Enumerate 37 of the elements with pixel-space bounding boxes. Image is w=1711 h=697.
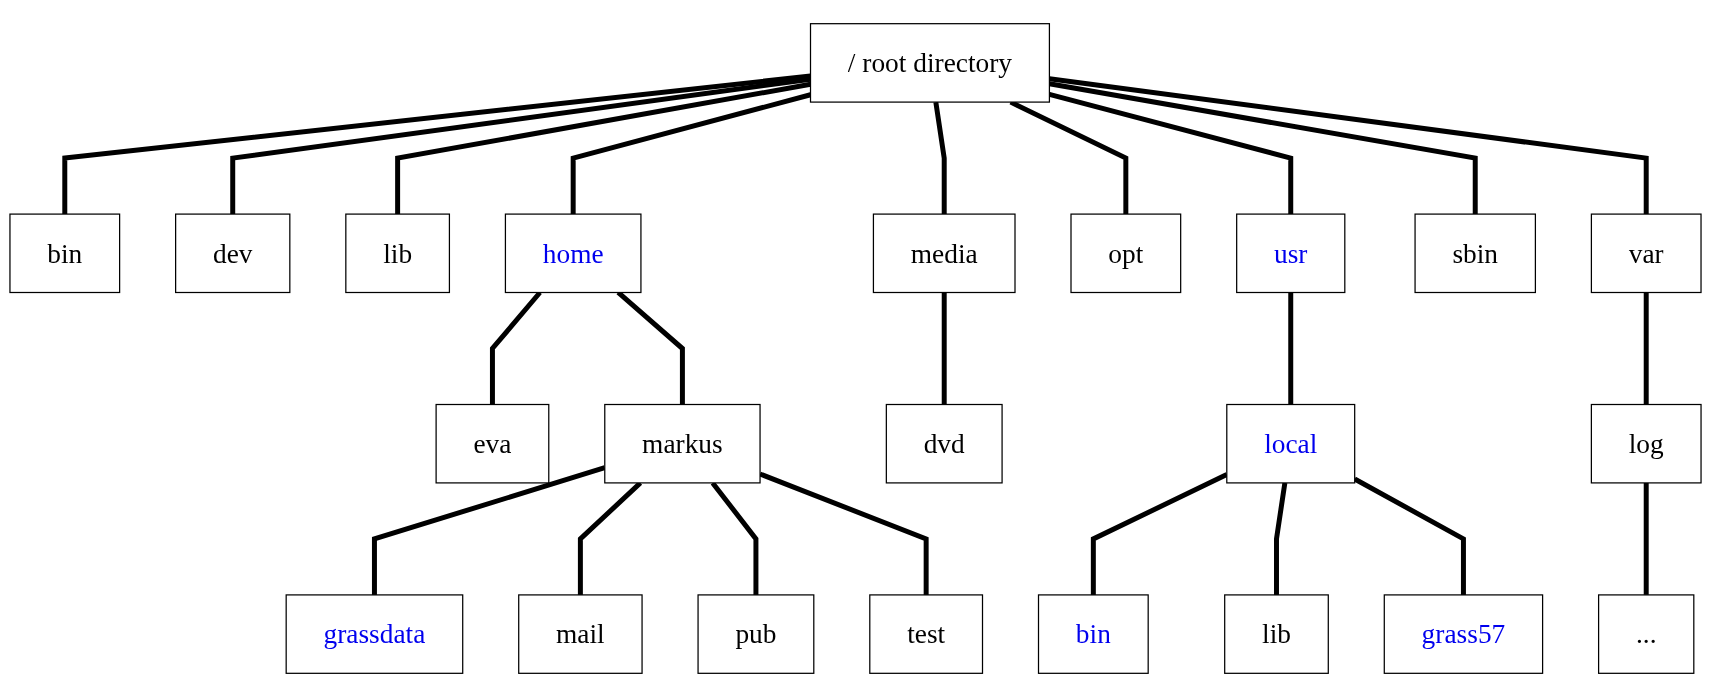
node-box: media [872, 213, 1016, 294]
node-box: grassdata [285, 594, 464, 674]
node-box: opt [1070, 213, 1182, 294]
node-box: usr [1236, 213, 1346, 294]
connector [1049, 76, 1649, 215]
node-box: markus [604, 403, 761, 484]
connector [395, 81, 811, 215]
connector [933, 101, 947, 215]
node-box: dvd [885, 403, 1003, 484]
connector [62, 73, 811, 215]
node-box: / root directory [809, 23, 1051, 103]
node-box: lib [1224, 594, 1329, 674]
connector [577, 481, 643, 595]
node-box: grass57 [1383, 594, 1544, 674]
connector [1643, 292, 1649, 405]
connector [710, 481, 759, 595]
node-box: dev [175, 213, 291, 294]
node-box: ... [1598, 594, 1695, 674]
node-box: var [1590, 213, 1702, 294]
connector [230, 76, 811, 215]
node-box: test [869, 594, 984, 674]
connector [1643, 482, 1649, 595]
node-box: lib [345, 213, 451, 294]
connector [941, 292, 947, 405]
connector [1274, 482, 1288, 595]
node-box: eva [435, 403, 550, 484]
node-box: bin [1037, 594, 1149, 674]
node-box: home [504, 213, 642, 294]
node-box: pub [697, 594, 815, 674]
node-box: sbin [1414, 213, 1536, 294]
connector [1353, 476, 1466, 595]
connector [1049, 81, 1478, 215]
node-box: local [1226, 403, 1356, 484]
node-box: bin [9, 213, 121, 294]
node-box: mail [518, 594, 643, 674]
node-box: log [1590, 403, 1702, 484]
connector [1288, 292, 1294, 405]
